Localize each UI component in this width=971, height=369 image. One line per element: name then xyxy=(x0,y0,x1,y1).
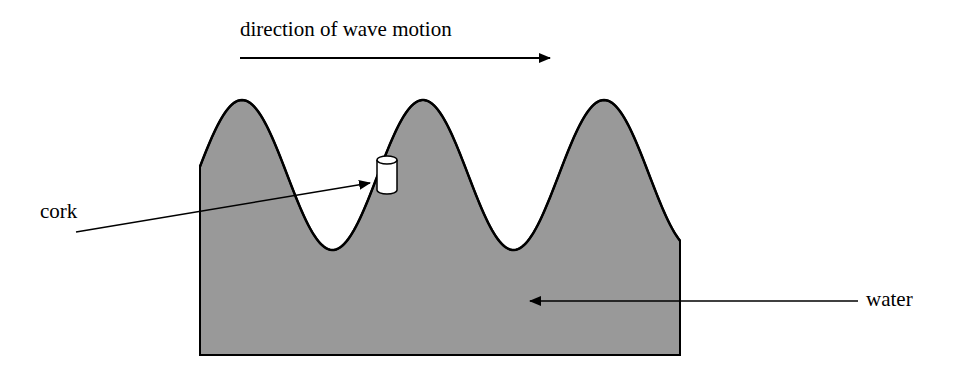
direction-label: direction of wave motion xyxy=(240,18,452,41)
part-label: cork xyxy=(40,200,77,223)
direction-arrow xyxy=(240,57,550,59)
part-label: water xyxy=(866,288,913,311)
wave-surface xyxy=(200,100,680,250)
cork-symbol xyxy=(377,156,397,194)
water-body xyxy=(200,100,680,355)
leader-line xyxy=(530,300,858,302)
leader-line xyxy=(76,183,370,232)
